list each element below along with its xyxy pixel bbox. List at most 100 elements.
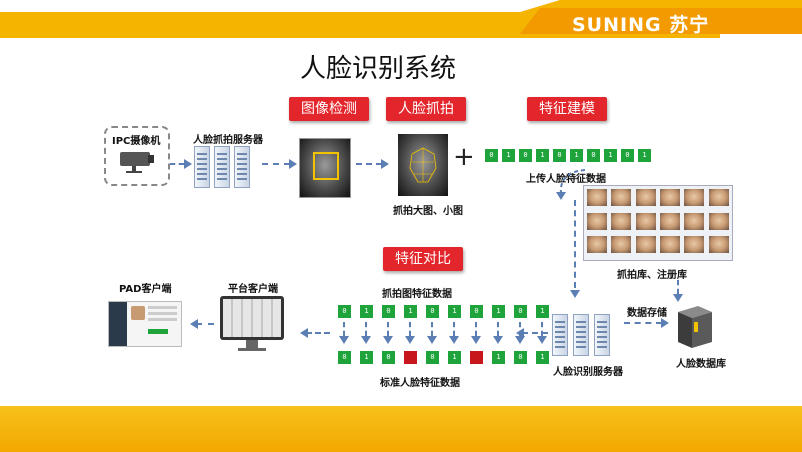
compare-arrow-head <box>339 336 349 344</box>
library-face-thumb <box>635 189 656 206</box>
library-face-thumb <box>635 212 656 230</box>
step-compare: 特征对比 <box>383 247 463 271</box>
arrow-head <box>300 328 308 338</box>
bottom-banner <box>0 406 802 452</box>
library-face-thumb <box>660 212 680 230</box>
tablet-sidebar <box>109 302 127 346</box>
database-icon <box>678 306 712 348</box>
arrow-head <box>673 294 683 302</box>
arrow-line <box>262 163 290 165</box>
bit-cell: 0 <box>426 351 439 364</box>
camera-frame <box>104 126 170 186</box>
face-library-image <box>583 185 733 261</box>
compare-arrow-head <box>449 336 459 344</box>
bit-cell <box>470 351 483 364</box>
library-face-thumb <box>660 189 680 206</box>
recognition-server-label: 人脸识别服务器 <box>553 367 623 378</box>
bit-cell: 0 <box>470 305 483 318</box>
compare-arrow-line <box>387 322 389 336</box>
top-banner <box>0 0 802 38</box>
library-face-thumb <box>611 212 632 230</box>
bit-cell: 0 <box>553 149 566 162</box>
monitor-base <box>238 348 266 351</box>
tablet-icon <box>108 301 182 347</box>
plus-sign: + <box>453 142 475 172</box>
arrow-line <box>306 332 330 334</box>
library-face-thumb <box>587 189 607 206</box>
compare-arrow-line <box>365 322 367 336</box>
arrow-line <box>574 200 576 288</box>
library-face-thumb <box>611 236 632 254</box>
upload-features-label: 上传人脸特征数据 <box>526 174 606 185</box>
bit-cell: 1 <box>536 305 549 318</box>
compare-arrow-line <box>409 322 411 336</box>
compare-arrow-head <box>383 336 393 344</box>
arrow-line <box>624 322 662 324</box>
face-db-label: 人脸数据库 <box>676 359 726 370</box>
bit-cell: 0 <box>514 305 527 318</box>
bit-cell: 0 <box>485 149 498 162</box>
bit-cell: 0 <box>621 149 634 162</box>
capture-images-label: 抓拍大图、小图 <box>393 206 463 217</box>
arrow-line <box>522 332 548 334</box>
camera-icon <box>120 152 154 173</box>
arrow-head <box>661 318 669 328</box>
camera-label: IPC摄像机 <box>112 136 161 147</box>
arrow-line <box>170 163 184 165</box>
compare-arrow-head <box>537 336 547 344</box>
arrow-head <box>570 290 580 298</box>
platform-client-label: 平台客户端 <box>228 284 278 295</box>
detection-box <box>313 152 339 180</box>
bit-cell: 0 <box>519 149 532 162</box>
detected-face-image <box>299 138 351 198</box>
compare-arrows <box>338 322 547 346</box>
bit-cell: 1 <box>448 305 461 318</box>
data-storage-label: 数据存储 <box>627 308 667 319</box>
curved-arrow <box>556 169 586 200</box>
compare-arrow-head <box>361 336 371 344</box>
library-face-thumb <box>708 189 729 206</box>
arrow-line <box>196 323 214 325</box>
bit-cell: 1 <box>360 305 373 318</box>
step-model: 特征建模 <box>527 97 607 121</box>
compare-arrow-head <box>471 336 481 344</box>
bit-cell: 1 <box>536 149 549 162</box>
compare-arrow-line <box>541 322 543 336</box>
compare-arrow-line <box>453 322 455 336</box>
step-detect: 图像检测 <box>289 97 369 121</box>
bit-cell: 1 <box>604 149 617 162</box>
bit-cell: 0 <box>382 305 395 318</box>
compare-arrow-line <box>431 322 433 336</box>
pad-client-label: PAD客户端 <box>119 284 172 295</box>
bit-cell: 1 <box>492 351 505 364</box>
page-title: 人脸识别系统 <box>300 54 457 84</box>
bit-cell <box>404 351 417 364</box>
compare-arrow-head <box>515 336 525 344</box>
libraries-label: 抓拍库、注册库 <box>617 270 687 281</box>
library-face-thumb <box>708 236 729 254</box>
library-face-thumb <box>684 236 705 254</box>
bit-cell: 1 <box>536 351 549 364</box>
library-face-thumb <box>635 236 656 254</box>
bit-cell: 1 <box>360 351 373 364</box>
library-face-thumb <box>587 236 607 254</box>
library-face-thumb <box>611 189 632 206</box>
monitor-stand <box>246 340 258 348</box>
arrow-line <box>677 280 679 294</box>
bit-cell: 0 <box>587 149 600 162</box>
library-face-thumb <box>660 236 680 254</box>
arrow-line <box>356 163 382 165</box>
bit-cell: 0 <box>426 305 439 318</box>
bit-cell: 0 <box>338 305 351 318</box>
bit-cell: 1 <box>570 149 583 162</box>
arrow-head <box>289 159 297 169</box>
tablet-content <box>127 302 181 346</box>
standard-features-label: 标准人脸特征数据 <box>380 378 460 389</box>
library-face-thumb <box>684 212 705 230</box>
capture-server-label: 人脸抓拍服务器 <box>193 135 263 146</box>
captured-face-image <box>398 134 448 196</box>
bit-cell: 1 <box>492 305 505 318</box>
compare-arrow-line <box>519 322 521 336</box>
